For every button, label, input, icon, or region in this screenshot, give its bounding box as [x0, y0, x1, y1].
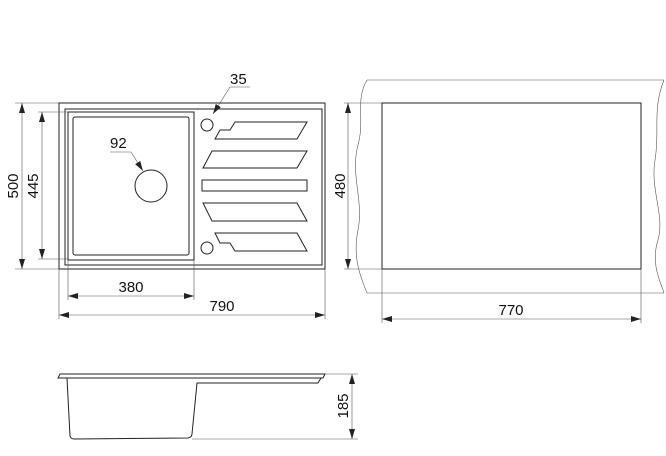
countertop-outline: [355, 79, 665, 294]
sink-rim: [64, 108, 323, 266]
side-view: 185: [57, 373, 358, 440]
top-view: 35 92 500 445 380 790: [5, 71, 326, 319]
sink-outline: [58, 102, 326, 270]
drainer-groove-3: [201, 179, 308, 192]
bowl-outer: [67, 111, 195, 261]
overall-width-dimension: 790: [209, 298, 234, 315]
drain-leader: [110, 151, 144, 172]
cutout-rectangle: [381, 102, 642, 270]
sink-top-ledge: [57, 373, 326, 379]
tap-hole-dimension: 35: [230, 71, 247, 88]
height-dimension: 185: [335, 393, 352, 418]
drain-hole: [134, 169, 168, 203]
cutout-depth-dimension: 480: [332, 173, 349, 198]
drainer-groove-5: [214, 232, 308, 252]
bowl-inner: [72, 116, 190, 256]
drainer-groove-4: [202, 202, 308, 222]
bowl-profile: [66, 377, 322, 440]
tap-hole-leader: [212, 86, 250, 115]
bowl-width-dimension: 380: [118, 279, 143, 296]
drainer-groove-2: [202, 150, 308, 169]
drainer-groove-1: [214, 121, 308, 140]
overall-depth-dimension: 500: [5, 173, 22, 198]
drain-dimension: 92: [110, 135, 127, 152]
cutout-view: 480 770: [332, 79, 665, 323]
cutout-width-dimension: 770: [498, 302, 523, 319]
tap-hole: [200, 118, 214, 132]
overflow-hole: [200, 241, 214, 255]
bowl-depth-dimension: 445: [25, 173, 42, 198]
